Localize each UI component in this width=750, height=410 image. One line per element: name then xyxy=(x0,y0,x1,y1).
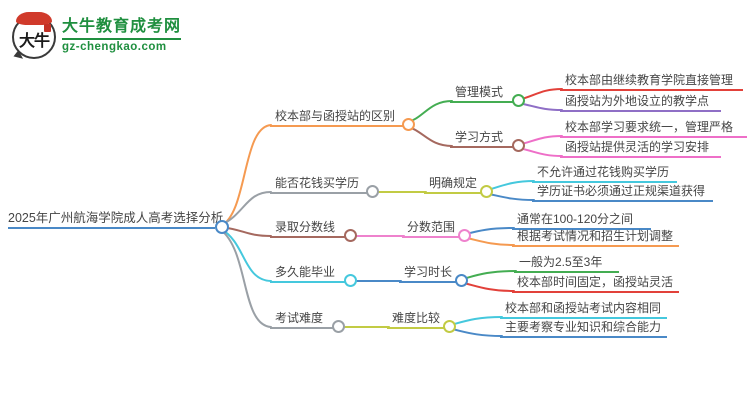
leaf-node[interactable]: 校本部和函授站考试内容相同 xyxy=(500,300,667,319)
collapse-dot[interactable] xyxy=(455,274,468,287)
leaf-node[interactable]: 学历证书必须通过正规渠道获得 xyxy=(532,183,713,202)
collapse-dot[interactable] xyxy=(480,185,493,198)
sub-node[interactable]: 明确规定 xyxy=(424,175,493,198)
node-label: 不允许通过花钱购买学历 xyxy=(537,165,670,179)
logo-red-hat xyxy=(16,12,52,25)
node-label: 2025年广州航海学院成人高考选择分析 xyxy=(8,211,224,225)
branch-node[interactable]: 考试难度 xyxy=(270,310,345,333)
site-logo: 大牛 大牛教育成考网 gz-chengkao.com xyxy=(12,12,182,62)
leaf-node[interactable]: 函授站提供灵活的学习安排 xyxy=(560,139,721,158)
node-label: 主要考察专业知识和综合能力 xyxy=(505,320,662,334)
node-label: 学历证书必须通过正规渠道获得 xyxy=(537,184,706,198)
logo-red-seal xyxy=(44,24,51,32)
leaf-node[interactable]: 根据考试情况和招生计划调整 xyxy=(512,228,679,247)
node-label: 学习时长 xyxy=(404,265,453,279)
node-label: 校本部时间固定，函授站灵活 xyxy=(517,275,674,289)
branch-node[interactable]: 能否花钱买学历 xyxy=(270,175,379,198)
collapse-dot[interactable] xyxy=(344,229,357,242)
node-label: 考试难度 xyxy=(275,311,324,325)
logo-text: 大牛教育成考网 gz-chengkao.com xyxy=(62,18,182,53)
node-label: 校本部和函授站考试内容相同 xyxy=(505,301,662,315)
node-label: 管理模式 xyxy=(455,85,504,99)
root-node[interactable]: 2025年广州航海学院成人高考选择分析 xyxy=(8,210,229,234)
node-label: 录取分数线 xyxy=(275,220,336,234)
leaf-node[interactable]: 通常在100-120分之间 xyxy=(512,211,651,230)
logo-icon: 大牛 xyxy=(12,12,56,62)
node-label: 多久能毕业 xyxy=(275,265,336,279)
node-label: 校本部由继续教育学院直接管理 xyxy=(565,73,734,87)
logo-domain: gz-chengkao.com xyxy=(62,40,167,53)
leaf-node[interactable]: 校本部学习要求统一，管理严格 xyxy=(560,119,747,138)
collapse-dot[interactable] xyxy=(344,274,357,287)
node-label: 校本部学习要求统一，管理严格 xyxy=(565,120,734,134)
sub-node[interactable]: 难度比较 xyxy=(387,310,456,333)
node-label: 能否花钱买学历 xyxy=(275,176,360,190)
node-label: 函授站提供灵活的学习安排 xyxy=(565,140,710,154)
sub-node[interactable]: 分数范围 xyxy=(402,219,471,242)
leaf-node[interactable]: 一般为2.5至3年 xyxy=(514,254,619,273)
leaf-node[interactable]: 校本部由继续教育学院直接管理 xyxy=(560,72,743,91)
branch-node[interactable]: 多久能毕业 xyxy=(270,264,357,287)
sub-node[interactable]: 学习时长 xyxy=(399,264,468,287)
collapse-dot[interactable] xyxy=(443,320,456,333)
node-label: 分数范围 xyxy=(407,220,456,234)
node-label: 校本部与函授站的区别 xyxy=(275,109,396,123)
branch-node[interactable]: 录取分数线 xyxy=(270,219,357,242)
collapse-dot[interactable] xyxy=(215,220,229,234)
logo-icon-text: 大牛 xyxy=(18,32,50,50)
branch-node[interactable]: 校本部与函授站的区别 xyxy=(270,108,415,131)
leaf-node[interactable]: 不允许通过花钱购买学历 xyxy=(532,164,677,183)
sub-node[interactable]: 管理模式 xyxy=(450,84,525,107)
leaf-node[interactable]: 主要考察专业知识和综合能力 xyxy=(500,319,667,338)
collapse-dot[interactable] xyxy=(332,320,345,333)
node-label: 明确规定 xyxy=(429,176,478,190)
leaf-node[interactable]: 函授站为外地设立的教学点 xyxy=(560,93,721,112)
collapse-dot[interactable] xyxy=(366,185,379,198)
node-label: 函授站为外地设立的教学点 xyxy=(565,94,710,108)
collapse-dot[interactable] xyxy=(458,229,471,242)
node-label: 根据考试情况和招生计划调整 xyxy=(517,229,674,243)
leaf-node[interactable]: 校本部时间固定，函授站灵活 xyxy=(512,274,679,293)
node-label: 通常在100-120分之间 xyxy=(517,212,634,226)
collapse-dot[interactable] xyxy=(512,94,525,107)
node-label: 难度比较 xyxy=(392,311,441,325)
logo-title: 大牛教育成考网 xyxy=(62,18,182,40)
node-label: 学习方式 xyxy=(455,130,504,144)
sub-node[interactable]: 学习方式 xyxy=(450,129,525,152)
collapse-dot[interactable] xyxy=(512,139,525,152)
node-label: 一般为2.5至3年 xyxy=(519,255,603,269)
collapse-dot[interactable] xyxy=(402,118,415,131)
